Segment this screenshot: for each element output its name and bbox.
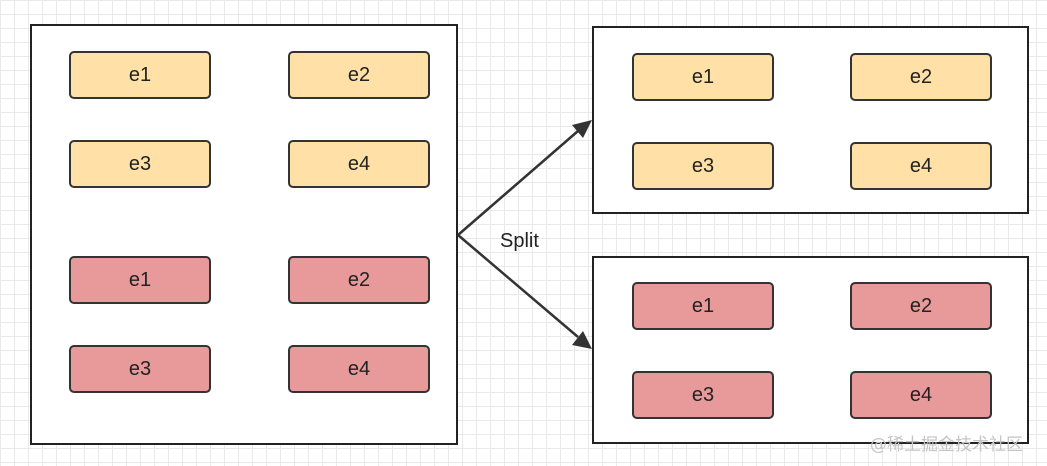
source-yellow-block-e3: e3	[69, 140, 211, 188]
bottom-output-block-e3: e3	[632, 371, 774, 419]
split-arrow-up	[457, 130, 579, 236]
source-red-block-e2: e2	[288, 256, 430, 304]
source-yellow-block-e2: e2	[288, 51, 430, 99]
source-red-block-e1: e1	[69, 256, 211, 304]
source-yellow-block-e1: e1	[69, 51, 211, 99]
source-red-block-e4: e4	[288, 345, 430, 393]
top-output-block-e1: e1	[632, 53, 774, 101]
bottom-output-block-e2: e2	[850, 282, 992, 330]
bottom-output-block-e1: e1	[632, 282, 774, 330]
top-output-block-e4: e4	[850, 142, 992, 190]
split-arrow-down	[457, 234, 579, 338]
source-red-block-e3: e3	[69, 345, 211, 393]
source-yellow-block-e4: e4	[288, 140, 430, 188]
watermark: @稀土掘金技术社区	[870, 435, 1023, 455]
top-output-block-e2: e2	[850, 53, 992, 101]
arrow-head-up	[572, 120, 592, 138]
split-label: Split	[500, 230, 539, 252]
arrow-head-down	[572, 331, 592, 349]
bottom-output-block-e4: e4	[850, 371, 992, 419]
top-output-block-e3: e3	[632, 142, 774, 190]
